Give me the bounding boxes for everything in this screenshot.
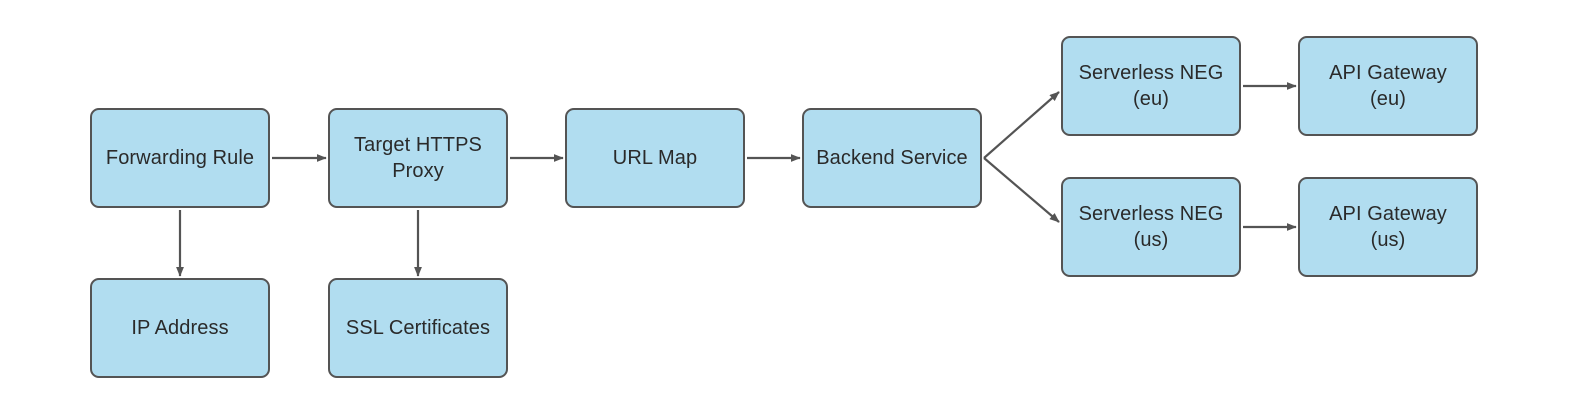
node-label-backend-service: Backend Service (816, 146, 968, 169)
node-label-api-gateway-us: API Gateway (us) (1329, 202, 1447, 251)
node-ssl-certificates[interactable]: SSL Certificates (328, 278, 508, 378)
node-label-url-map: URL Map (612, 146, 698, 169)
node-url-map[interactable]: URL Map (565, 108, 745, 208)
node-label-ip-address: IP Address (131, 316, 229, 339)
edge-backend-service-to-serverless-neg-us (983, 157, 1060, 223)
node-ip-address[interactable]: IP Address (90, 278, 270, 378)
node-label-api-gateway-eu: API Gateway (eu) (1329, 61, 1447, 110)
node-label-forwarding-rule: Forwarding Rule (105, 146, 255, 169)
node-serverless-neg-eu[interactable]: Serverless NEG (eu) (1061, 36, 1241, 136)
node-label-target-https-proxy: Target HTTPS Proxy (354, 133, 482, 182)
node-serverless-neg-us[interactable]: Serverless NEG (us) (1061, 177, 1241, 277)
node-label-serverless-neg-eu: Serverless NEG (eu) (1078, 61, 1224, 110)
node-api-gateway-eu[interactable]: API Gateway (eu) (1298, 36, 1478, 136)
node-api-gateway-us[interactable]: API Gateway (us) (1298, 177, 1478, 277)
edge-backend-service-to-serverless-neg-eu (983, 91, 1060, 159)
node-forwarding-rule[interactable]: Forwarding Rule (90, 108, 270, 208)
node-backend-service[interactable]: Backend Service (802, 108, 982, 208)
node-label-serverless-neg-us: Serverless NEG (us) (1078, 202, 1224, 251)
node-target-https-proxy[interactable]: Target HTTPS Proxy (328, 108, 508, 208)
node-label-ssl-certificates: SSL Certificates (345, 316, 491, 339)
